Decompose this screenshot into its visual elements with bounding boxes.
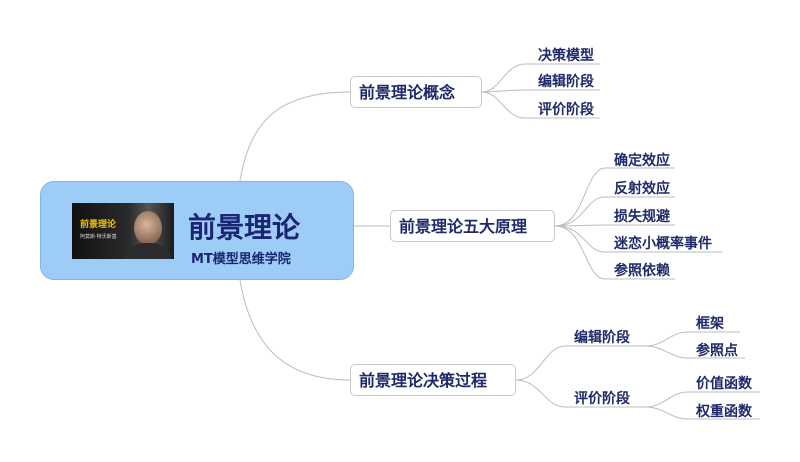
- sub-node-evaluation-stage[interactable]: 评价阶段: [574, 391, 630, 407]
- connector-b3-c2: [515, 379, 645, 408]
- leaf-evaluation-stage[interactable]: 评价阶段: [538, 102, 594, 118]
- branch-node-decision-process[interactable]: 前景理论决策过程: [350, 364, 516, 396]
- leaf-certainty-effect[interactable]: 确定效应: [614, 153, 670, 169]
- photo-caption: 前景理论: [80, 220, 117, 230]
- connector-root-branch-3: [239, 279, 351, 381]
- root-subtitle: MT模型思维学院: [191, 252, 291, 267]
- connector-b2-c1: [554, 167, 675, 227]
- root-title: 前景理论: [188, 211, 301, 244]
- leaf-editing-stage[interactable]: 编辑阶段: [538, 74, 594, 90]
- connector-b2-c4: [554, 225, 722, 253]
- connector-b1-c3: [481, 91, 600, 119]
- root-node[interactable]: 前景理论 阿莫斯·特沃斯基 前景理论 MT模型思维学院: [40, 181, 354, 280]
- connector-b3-c2-g2: [644, 406, 760, 420]
- connector-b3-c2-g1: [644, 391, 760, 408]
- connector-b1-c2: [481, 89, 600, 93]
- connector-b3-c1-g2: [644, 345, 745, 359]
- connector-root-branch-1: [239, 91, 351, 182]
- branch-node-concept[interactable]: 前景理论概念: [350, 76, 482, 108]
- connector-b2-c2: [554, 196, 675, 227]
- portrait-photo: 前景理论 阿莫斯·特沃斯基: [72, 203, 174, 259]
- leaf-decision-model[interactable]: 决策模型: [538, 48, 594, 64]
- leaf-reflection-effect[interactable]: 反射效应: [614, 181, 670, 197]
- connector-b1-c1: [481, 63, 600, 93]
- connector-b2-c3: [554, 224, 675, 227]
- leaf-weighting-function[interactable]: 权重函数: [696, 404, 752, 420]
- leaf-loss-aversion[interactable]: 损失规避: [614, 209, 670, 225]
- photo-subcaption: 阿莫斯·特沃斯基: [80, 234, 117, 240]
- connector-b3-c1-g1: [644, 331, 740, 347]
- branch-node-principles[interactable]: 前景理论五大原理: [390, 210, 555, 242]
- leaf-reference-dependence[interactable]: 参照依赖: [614, 263, 670, 279]
- leaf-value-function[interactable]: 价值函数: [696, 376, 752, 392]
- portrait-head: [134, 211, 162, 245]
- leaf-small-probability[interactable]: 迷恋小概率事件: [614, 236, 712, 252]
- portrait-body: [124, 243, 172, 259]
- connector-b3-c1: [515, 345, 645, 381]
- sub-node-editing-stage[interactable]: 编辑阶段: [574, 330, 630, 346]
- leaf-reference-point[interactable]: 参照点: [696, 343, 738, 359]
- leaf-frame[interactable]: 框架: [696, 316, 724, 332]
- connector-b2-c5: [554, 225, 675, 280]
